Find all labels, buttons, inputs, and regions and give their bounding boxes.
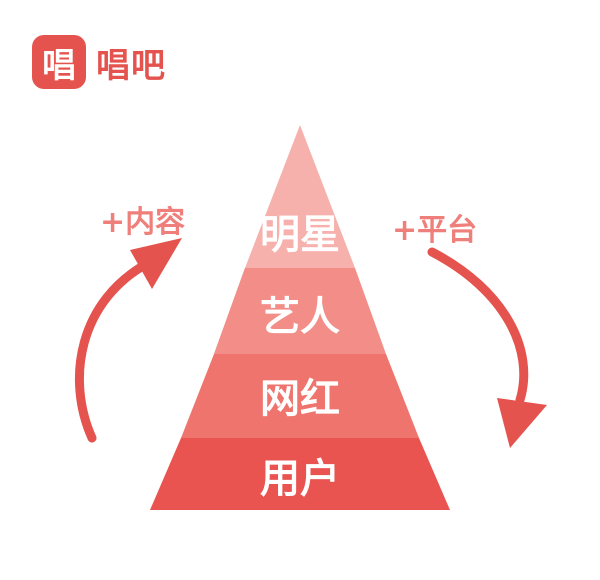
- pyramid-layer-4: [150, 438, 450, 510]
- brand-logo: 唱 唱吧: [32, 35, 166, 89]
- left-side-label: +内容: [100, 205, 185, 240]
- left-curved-arrow: [74, 257, 155, 443]
- right-side-label: +平台: [392, 213, 477, 248]
- pyramid-layer-3: [181, 354, 419, 438]
- pyramid-label-4: 用户: [260, 456, 340, 502]
- pyramid-label-1: 明星: [260, 212, 340, 258]
- pyramid-label-3: 网红: [260, 376, 340, 422]
- right-arrow-head: [497, 398, 547, 448]
- left-arrow-head: [130, 238, 182, 289]
- app-logo-icon: 唱: [32, 35, 86, 89]
- brand-name: 唱吧: [96, 45, 166, 86]
- app-logo-icon-char: 唱: [42, 45, 76, 86]
- right-curved-arrow: [427, 247, 529, 405]
- pyramid-layer-2-fill: [214, 268, 386, 354]
- pyramid-label-2: 艺人: [260, 294, 340, 340]
- pyramid-layer-1: [245, 125, 355, 268]
